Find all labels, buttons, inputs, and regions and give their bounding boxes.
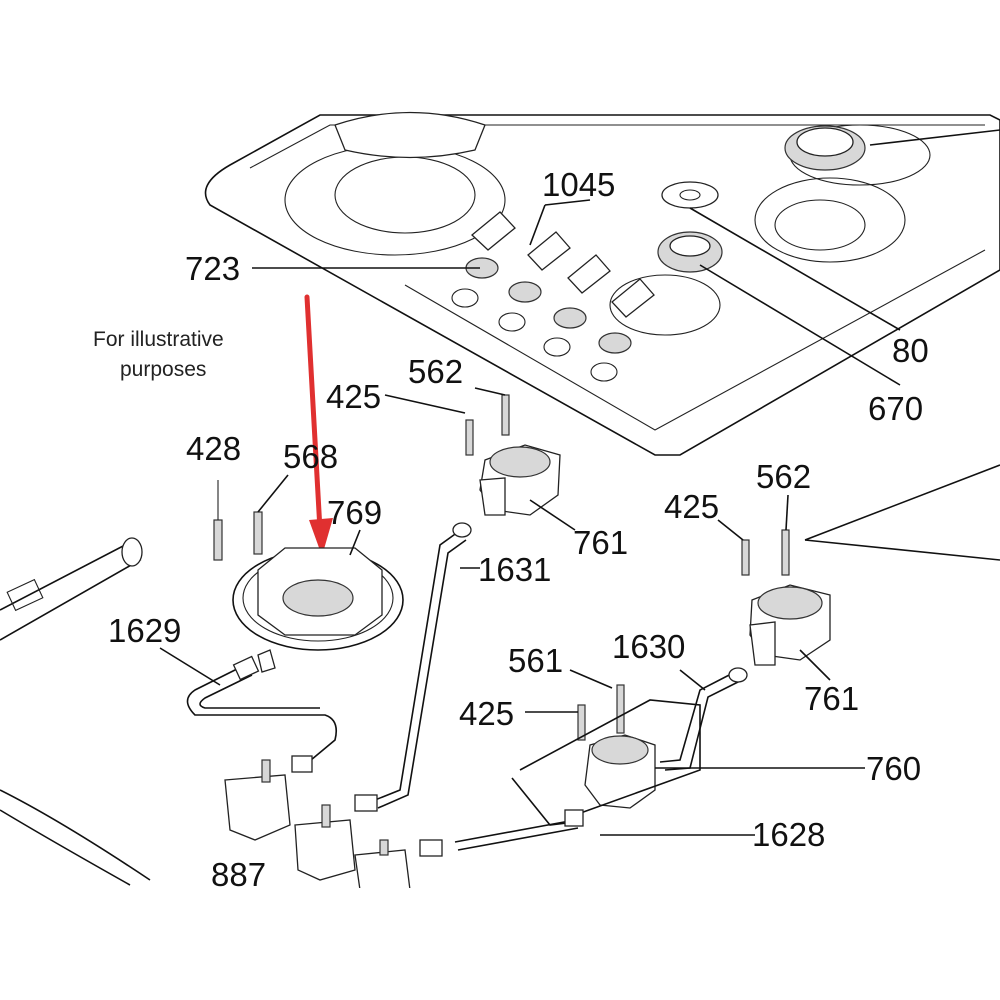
label-769: 769 <box>327 494 382 531</box>
electrode-428 <box>213 480 223 561</box>
label-428: 428 <box>186 430 241 467</box>
label-425-right: 425 <box>664 488 719 525</box>
burner-760 <box>577 684 656 809</box>
left-tube <box>0 537 151 886</box>
label-723: 723 <box>185 250 240 287</box>
leader-lines <box>159 129 1000 836</box>
pipe-1630-1628 <box>419 667 748 857</box>
label-1630: 1630 <box>612 628 685 665</box>
label-760: 760 <box>866 750 921 787</box>
label-1628: 1628 <box>752 816 825 853</box>
label-561: 561 <box>508 642 563 679</box>
label-1631: 1631 <box>478 551 551 588</box>
cooktop-panel <box>204 111 1000 456</box>
pipe-1629 <box>186 655 338 773</box>
label-761-top: 761 <box>573 524 628 561</box>
label-562-top: 562 <box>408 353 463 390</box>
bottom-whitespace <box>0 888 1000 1000</box>
burner-761-top <box>465 394 561 516</box>
illustrative-note-line2: purposes <box>120 358 206 381</box>
label-887: 887 <box>211 856 266 893</box>
label-425-top: 425 <box>326 378 381 415</box>
label-562-right: 562 <box>756 458 811 495</box>
label-761-right: 761 <box>804 680 859 717</box>
electrode-568 <box>253 511 263 555</box>
label-80: 80 <box>892 332 929 369</box>
label-670: 670 <box>868 390 923 427</box>
label-1629: 1629 <box>108 612 181 649</box>
pipe-1631 <box>354 522 472 812</box>
highlight-arrow <box>304 294 333 556</box>
label-1045: 1045 <box>542 166 615 203</box>
illustrative-note-line1: For illustrative <box>93 328 224 351</box>
label-568: 568 <box>283 438 338 475</box>
burner-base-769 <box>232 547 404 673</box>
valves-887 <box>224 759 411 891</box>
burner-761-right <box>741 529 831 666</box>
label-425-bottom: 425 <box>459 695 514 732</box>
